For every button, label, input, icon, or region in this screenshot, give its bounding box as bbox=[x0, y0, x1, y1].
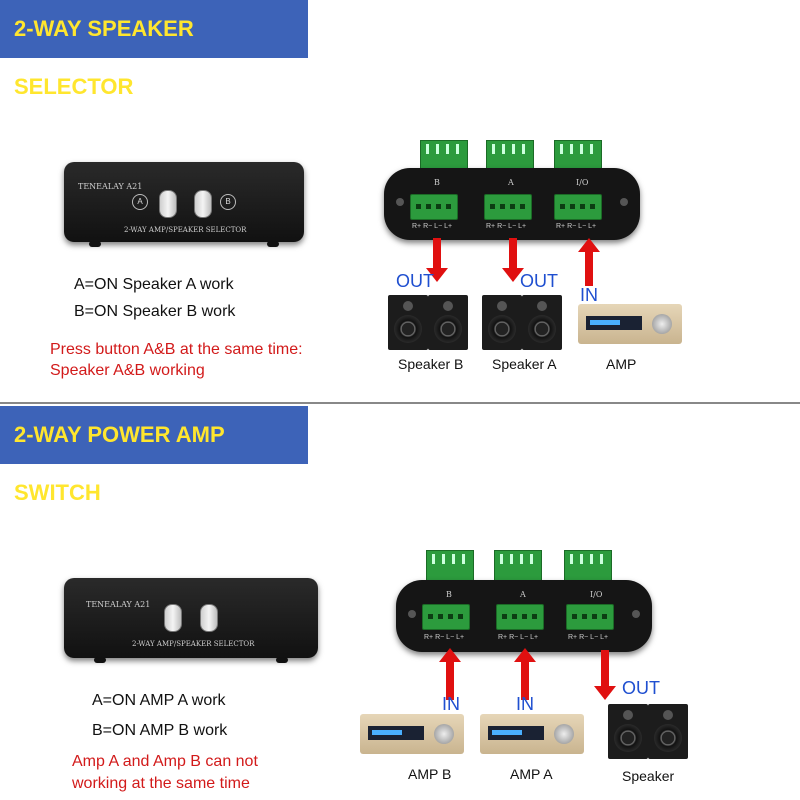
terminal-b bbox=[410, 194, 458, 220]
amp-label: AMP bbox=[606, 356, 637, 372]
arrow-out-speaker-a bbox=[502, 238, 524, 282]
terminal-plug bbox=[420, 140, 468, 172]
section-divider bbox=[0, 402, 800, 404]
terminal-io bbox=[566, 604, 614, 630]
arrow-out-speaker-b bbox=[426, 238, 448, 282]
terminal-a bbox=[496, 604, 544, 630]
device-brand: TENEALAY A21 bbox=[78, 182, 143, 191]
port-label-io: I/O bbox=[576, 178, 589, 187]
button-b bbox=[200, 604, 218, 632]
section2-banner: 2-WAY POWER AMP SWITCH bbox=[0, 406, 308, 505]
speaker-image bbox=[608, 704, 648, 759]
port-label-io: I/O bbox=[590, 590, 603, 599]
speaker-image bbox=[648, 704, 688, 759]
terminal-a bbox=[484, 194, 532, 220]
device-foot bbox=[267, 241, 279, 247]
terminal-plug bbox=[564, 550, 612, 582]
pin-labels: R+ R− L− L+ bbox=[412, 223, 453, 230]
arrow-out-speaker bbox=[594, 650, 616, 700]
arrow-in-amp bbox=[578, 238, 600, 286]
pin-labels: R+ R− L− L+ bbox=[556, 223, 597, 230]
note-line-1: Amp A and Amp B can not bbox=[72, 753, 258, 770]
in-label-amp-b: IN bbox=[442, 694, 460, 714]
button-a bbox=[164, 604, 182, 632]
out-label-b: OUT bbox=[396, 271, 434, 291]
button-b bbox=[194, 190, 212, 218]
device-subtitle: 2-WAY AMP/SPEAKER SELECTOR bbox=[124, 226, 247, 234]
terminal-plug bbox=[554, 140, 602, 172]
speaker-image bbox=[482, 295, 522, 350]
screw bbox=[408, 610, 416, 618]
device-foot bbox=[276, 657, 288, 663]
pin-labels: R+ R− L− L+ bbox=[486, 223, 527, 230]
pin-labels: R+ R− L− L+ bbox=[568, 634, 609, 641]
section1-banner: 2-WAY SPEAKER SELECTOR bbox=[0, 0, 308, 99]
selector-front-image: TENEALAY A21 A B 2-WAY AMP/SPEAKER SELEC… bbox=[64, 162, 304, 247]
screw bbox=[396, 198, 404, 206]
port-label-a: A bbox=[520, 590, 526, 599]
button-a bbox=[159, 190, 177, 218]
terminal-io bbox=[554, 194, 602, 220]
speaker-image bbox=[428, 295, 468, 350]
screw bbox=[620, 198, 628, 206]
terminal-b bbox=[422, 604, 470, 630]
mode-a-text: A=ON Speaker A work bbox=[74, 276, 234, 293]
back-panel: B A I/O R+ R− L− L+ R+ R− L− L+ R+ R− L−… bbox=[396, 580, 652, 652]
screw bbox=[632, 610, 640, 618]
section1-title: 2-WAY SPEAKER SELECTOR bbox=[14, 16, 194, 99]
pin-labels: R+ R− L− L+ bbox=[424, 634, 465, 641]
back-panel: B A I/O R+ R− L− L+ R+ R− L− L+ R+ R− L−… bbox=[384, 168, 640, 240]
mode-b-text: B=ON Speaker B work bbox=[74, 303, 236, 320]
in-label-amp-a: IN bbox=[516, 694, 534, 714]
device-foot bbox=[89, 241, 101, 247]
out-label-a: OUT bbox=[520, 271, 558, 291]
device-foot bbox=[94, 657, 106, 663]
mode-b-text: B=ON AMP B work bbox=[92, 722, 228, 739]
note-line-2: Speaker A&B working bbox=[50, 362, 205, 379]
terminal-plug bbox=[426, 550, 474, 582]
port-label-b: B bbox=[446, 590, 452, 599]
amp-b-label: AMP B bbox=[408, 766, 452, 782]
speaker-image bbox=[522, 295, 562, 350]
amp-a-label: AMP A bbox=[510, 766, 553, 782]
speaker-image bbox=[388, 295, 428, 350]
amp-image bbox=[578, 304, 682, 344]
speaker-label: Speaker bbox=[622, 768, 675, 784]
device-subtitle: 2-WAY AMP/SPEAKER SELECTOR bbox=[132, 640, 255, 648]
arrow-in-amp-b bbox=[439, 648, 461, 700]
out-label-speaker: OUT bbox=[622, 678, 660, 698]
port-label-b: B bbox=[434, 178, 440, 187]
note-line-2: working at the same time bbox=[72, 775, 250, 792]
speaker-b-label: Speaker B bbox=[398, 356, 464, 372]
speaker-a-label: Speaker A bbox=[492, 356, 557, 372]
button-a-marking: A bbox=[132, 194, 148, 210]
selector-front-image: TENEALAY A21 2-WAY AMP/SPEAKER SELECTOR bbox=[64, 578, 318, 663]
mode-a-text: A=ON AMP A work bbox=[92, 692, 226, 709]
device-brand: TENEALAY A21 bbox=[86, 600, 151, 609]
port-label-a: A bbox=[508, 178, 514, 187]
pin-labels: R+ R− L− L+ bbox=[498, 634, 539, 641]
amp-image bbox=[480, 714, 584, 754]
in-label-amp: IN bbox=[580, 285, 598, 305]
amp-image bbox=[360, 714, 464, 754]
note-line-1: Press button A&B at the same time: bbox=[50, 341, 303, 358]
arrow-in-amp-a bbox=[514, 648, 536, 700]
button-b-marking: B bbox=[220, 194, 236, 210]
terminal-plug bbox=[494, 550, 542, 582]
section2-title: 2-WAY POWER AMP SWITCH bbox=[14, 422, 225, 505]
